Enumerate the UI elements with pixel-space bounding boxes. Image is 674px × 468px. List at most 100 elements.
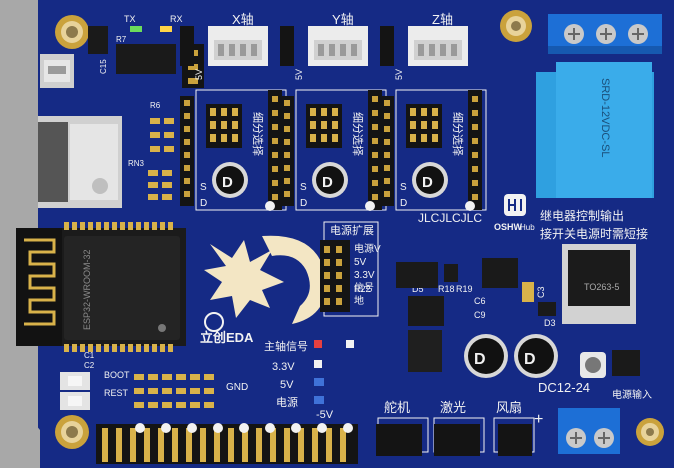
smd-resistor xyxy=(150,118,160,124)
power-expand-row: 信号 xyxy=(354,282,374,294)
esp32-module: ESP32-WROOM-32 xyxy=(16,228,186,346)
esp-pad xyxy=(168,222,173,230)
connector-pin xyxy=(218,44,224,56)
label-power: 电源 xyxy=(276,395,298,409)
jumper-pin xyxy=(421,108,427,116)
smd-resistor xyxy=(164,146,174,152)
led-rx: RX xyxy=(160,14,183,32)
capacitor-d-label: D xyxy=(222,174,233,191)
bottom-test-pad xyxy=(265,423,275,433)
power-input-label: 电源输入 xyxy=(612,388,652,401)
servo-header: 舵机 xyxy=(376,400,429,456)
bottom-test-pad xyxy=(317,423,327,433)
oshw-sub-text: Hub xyxy=(520,223,535,232)
jumper-pin xyxy=(410,108,416,116)
header-pin xyxy=(184,126,190,132)
boot-button: BOOT xyxy=(60,370,130,390)
jumper-pin xyxy=(410,121,416,129)
stepper-connector-slot xyxy=(214,40,262,60)
smd-resistor xyxy=(150,146,160,152)
driver-5v-label: 5V xyxy=(394,69,404,80)
bottom-header-pin xyxy=(270,428,276,462)
relay-label: SRD-12VDC-SL xyxy=(599,78,611,157)
header-pin xyxy=(472,96,478,102)
header-pin xyxy=(284,191,290,197)
axis-title: Y轴 xyxy=(332,12,354,27)
diode-d3 xyxy=(538,302,556,316)
jumper-pin xyxy=(310,121,316,129)
power-pin xyxy=(336,272,342,279)
jumper-pin xyxy=(432,134,438,142)
label-r6: R6 xyxy=(150,101,161,110)
oshw-text: OSHW xyxy=(494,222,523,232)
usb-serial-ic xyxy=(116,44,176,74)
esp32-pads-bottom xyxy=(64,344,173,352)
bottom-header-pin xyxy=(102,428,108,462)
driver-5v-label: 5V xyxy=(194,69,204,80)
esp-pad xyxy=(88,344,93,352)
mosfet-2 xyxy=(408,296,444,326)
header-pin xyxy=(284,178,290,184)
label-c2: C2 xyxy=(84,361,95,370)
led-tx-label: TX xyxy=(124,14,136,24)
relay-note-1: 继电器控制输出 xyxy=(540,208,624,223)
esp-pad xyxy=(112,344,117,352)
esp-pad xyxy=(152,344,157,352)
smd-part xyxy=(148,402,158,408)
laser-header: 激光 xyxy=(433,400,485,456)
label-c1: C1 xyxy=(84,351,95,360)
header-pin xyxy=(184,139,190,145)
bottom-header-pin xyxy=(144,428,150,462)
power-expand-row: 5V xyxy=(354,257,367,268)
plus-label: + xyxy=(534,411,543,428)
esp-pad xyxy=(96,344,101,352)
smd-part xyxy=(190,374,200,380)
header-pin xyxy=(184,178,190,184)
esp-pad xyxy=(128,344,133,352)
header-pin xyxy=(184,165,190,171)
electrolytic-cap-1: D xyxy=(464,334,508,378)
oshw-logo: OSHW Hub xyxy=(494,194,535,232)
fan-label: 风扇 xyxy=(496,400,522,415)
smd-part xyxy=(162,374,172,380)
jumper-pin xyxy=(232,134,238,142)
label-33v: 3.3V xyxy=(272,361,295,373)
power-expand-row: 电源V xyxy=(354,242,381,255)
smd-part xyxy=(148,388,158,394)
to220-reg xyxy=(408,330,442,372)
bottom-header-pin xyxy=(284,428,290,462)
jumper-pin xyxy=(221,108,227,116)
header-pin xyxy=(372,138,378,144)
jumper-pin xyxy=(421,134,427,142)
label-c6: C6 xyxy=(474,296,486,306)
header-pin xyxy=(372,124,378,130)
jumper-pin xyxy=(232,121,238,129)
esp-pad xyxy=(120,344,125,352)
led-rx-label: RX xyxy=(170,14,183,24)
driver-d-label: D xyxy=(200,198,207,209)
esp-pad xyxy=(80,344,85,352)
stepper-connector-slot xyxy=(314,40,362,60)
bottom-test-pad xyxy=(161,423,171,433)
label-r22: R22 xyxy=(354,284,371,294)
label-d3: D3 xyxy=(544,318,556,328)
esp-pad xyxy=(160,222,165,230)
bottom-test-pad xyxy=(135,423,145,433)
bottom-header-pin xyxy=(298,428,304,462)
inductor xyxy=(580,352,606,378)
bottom-header-pin xyxy=(228,428,234,462)
connector-pin xyxy=(440,44,446,56)
esp-pad xyxy=(72,344,77,352)
header-pin xyxy=(472,138,478,144)
svg-text:D: D xyxy=(474,351,486,368)
esp32-module-label: ESP32-WROOM-32 xyxy=(82,249,92,330)
label-rn3: RN3 xyxy=(128,159,145,168)
relay: SRD-12VDC-SL xyxy=(536,62,654,198)
smd-part xyxy=(134,388,144,394)
axis-jumper xyxy=(280,26,294,66)
header-pin xyxy=(372,152,378,158)
esp-pad xyxy=(120,222,125,230)
smd-rows-bottom xyxy=(134,374,214,408)
axis-title: Z轴 xyxy=(432,12,453,27)
